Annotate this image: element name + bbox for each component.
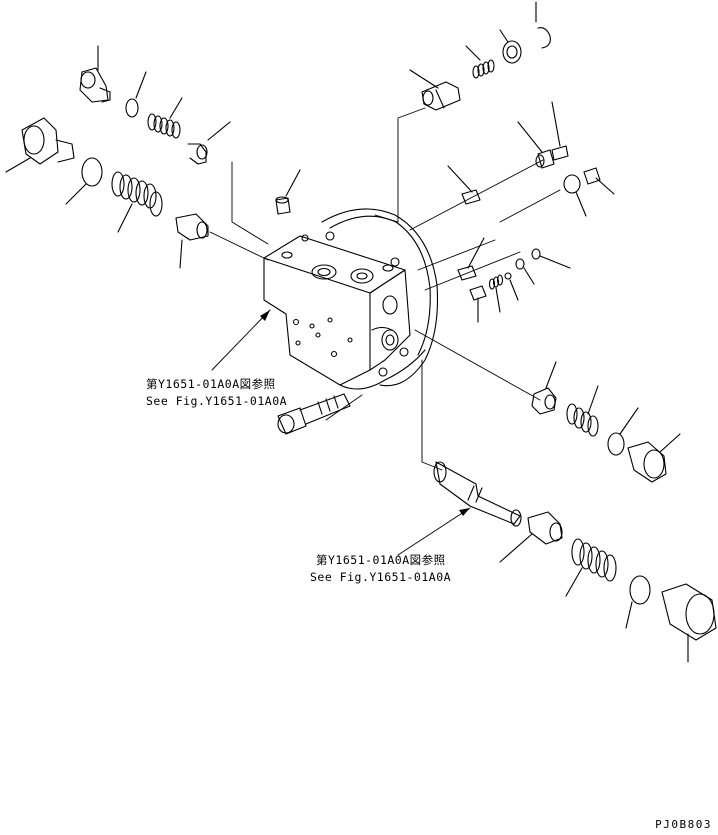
o-ring-large (65, 157, 103, 205)
leader-lines (209, 107, 561, 556)
pin-a (517, 121, 555, 169)
pin-b (551, 101, 569, 161)
spring-small-upper (147, 97, 183, 139)
callout-2-jp-label: 第Y1651-01A0A図参照 (316, 553, 446, 567)
plug-large (5, 117, 75, 173)
callout-arrowheads (260, 310, 470, 516)
spring-tiny-mid (488, 274, 504, 313)
retainer-upper (499, 29, 522, 64)
spring-large-upper (111, 171, 163, 233)
upper-left-parts (5, 45, 301, 269)
pin-c (583, 167, 615, 195)
poppet-lower (531, 361, 557, 415)
spool-upper (409, 69, 461, 111)
poppet-small-upper (187, 121, 231, 165)
snap-ring-upper (535, 1, 551, 49)
spring-tiny-upper (465, 45, 495, 79)
spring-lower-large (565, 538, 617, 597)
ball-b (504, 272, 519, 301)
pin-e (457, 237, 485, 281)
valve-body (263, 208, 438, 390)
spring-lower-small (566, 385, 599, 437)
plunger-upper (175, 213, 209, 269)
pin-f (469, 285, 487, 323)
plug-small-upper (79, 45, 111, 103)
o-ring-lower-small (607, 407, 639, 456)
ring-small-mid (515, 258, 535, 285)
socket-bolt (277, 393, 351, 435)
ball-a (563, 174, 587, 217)
plug-lower-large (661, 583, 717, 663)
drawing-code-label: PJ0B803 (655, 818, 712, 831)
o-ring-lower-large (625, 575, 651, 629)
plunger-lower (499, 511, 563, 563)
callout-1-jp-label: 第Y1651-01A0A図参照 (146, 377, 276, 391)
plug-lower-small (627, 433, 681, 483)
spool-lower (433, 461, 522, 527)
o-ring-small-upper (125, 71, 147, 118)
plug-tiny (275, 169, 301, 215)
lower-right-parts (277, 361, 717, 663)
upper-right-parts (409, 1, 615, 323)
callout-2-en-label: See Fig.Y1651-01A0A (310, 570, 452, 584)
ring-small-mid-2 (531, 248, 571, 269)
pin-d (447, 165, 481, 205)
callout-1-en-label: See Fig.Y1651-01A0A (146, 394, 288, 408)
